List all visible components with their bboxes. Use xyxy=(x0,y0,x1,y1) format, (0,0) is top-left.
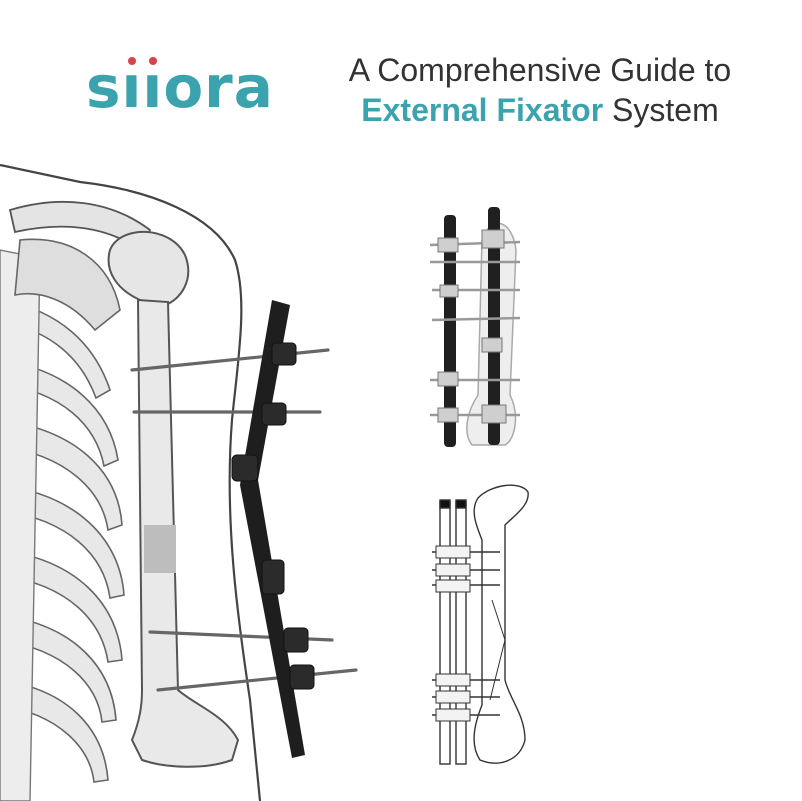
femur-fixator-line-drawing xyxy=(432,484,529,765)
title-rest: System xyxy=(603,92,719,128)
page-title: A Comprehensive Guide to External Fixato… xyxy=(320,50,760,130)
tibia-fixator-photo xyxy=(429,207,521,447)
title-line-1: A Comprehensive Guide to xyxy=(348,52,732,88)
shoulder-humerus-fixator-illustration xyxy=(0,163,358,801)
title-line-2: External Fixator System xyxy=(320,90,760,130)
title-accent: External Fixator xyxy=(361,92,604,128)
